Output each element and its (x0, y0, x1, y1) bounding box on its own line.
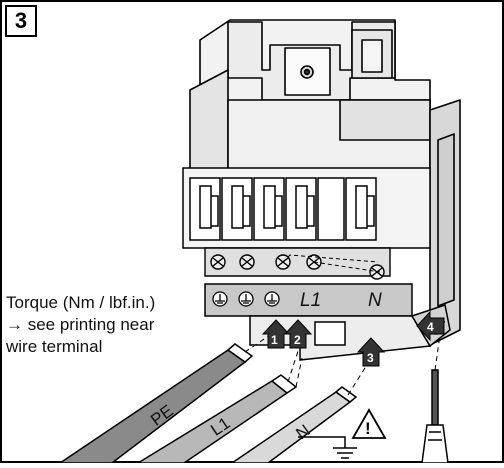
l1-terminal-label: L1 (300, 290, 321, 311)
torque-note-line-2: → see printing near (6, 315, 155, 334)
terminal-slot (221, 177, 253, 241)
terminal-slot (345, 177, 377, 241)
callout-4-number: 4 (427, 320, 434, 334)
warning-mark: ! (365, 419, 371, 438)
ground-symbol (298, 436, 357, 459)
callout-3-number: 3 (367, 351, 374, 365)
screw-row (204, 247, 391, 280)
step-number-badge: 3 (5, 5, 37, 37)
callout-2-number: 2 (294, 333, 301, 347)
terminal-slot (285, 177, 317, 241)
callout-4: 4 (416, 310, 445, 342)
torque-note-line-3: wire terminal (6, 337, 103, 356)
callout-1-number: 1 (271, 333, 278, 347)
pe-terminal-symbol (212, 291, 280, 307)
n-terminal-label: N (368, 290, 382, 311)
warning-icon: ! (351, 408, 387, 439)
torque-note-line-1: Torque (Nm / lbf.in.) (6, 293, 156, 312)
wire-l1: L1 (135, 374, 298, 464)
wire-pe: PE (57, 343, 254, 464)
screw-leader-lines (282, 254, 381, 273)
terminal-slot (189, 177, 221, 241)
wire-guide-lines (244, 334, 371, 396)
callout-3: 3 (356, 337, 386, 367)
terminal-slot-blank (317, 177, 345, 241)
screw (239, 254, 255, 270)
callout-2: 2 (283, 319, 313, 349)
terminal-label-band: L1 N (204, 283, 413, 317)
screw (210, 254, 226, 270)
terminal-slot (253, 177, 285, 241)
device-housing (189, 19, 461, 346)
terminal-slot-row (182, 167, 431, 249)
screwdriver-icon (421, 369, 449, 464)
torque-note: Torque (Nm / lbf.in.) → see printing nea… (6, 292, 216, 358)
